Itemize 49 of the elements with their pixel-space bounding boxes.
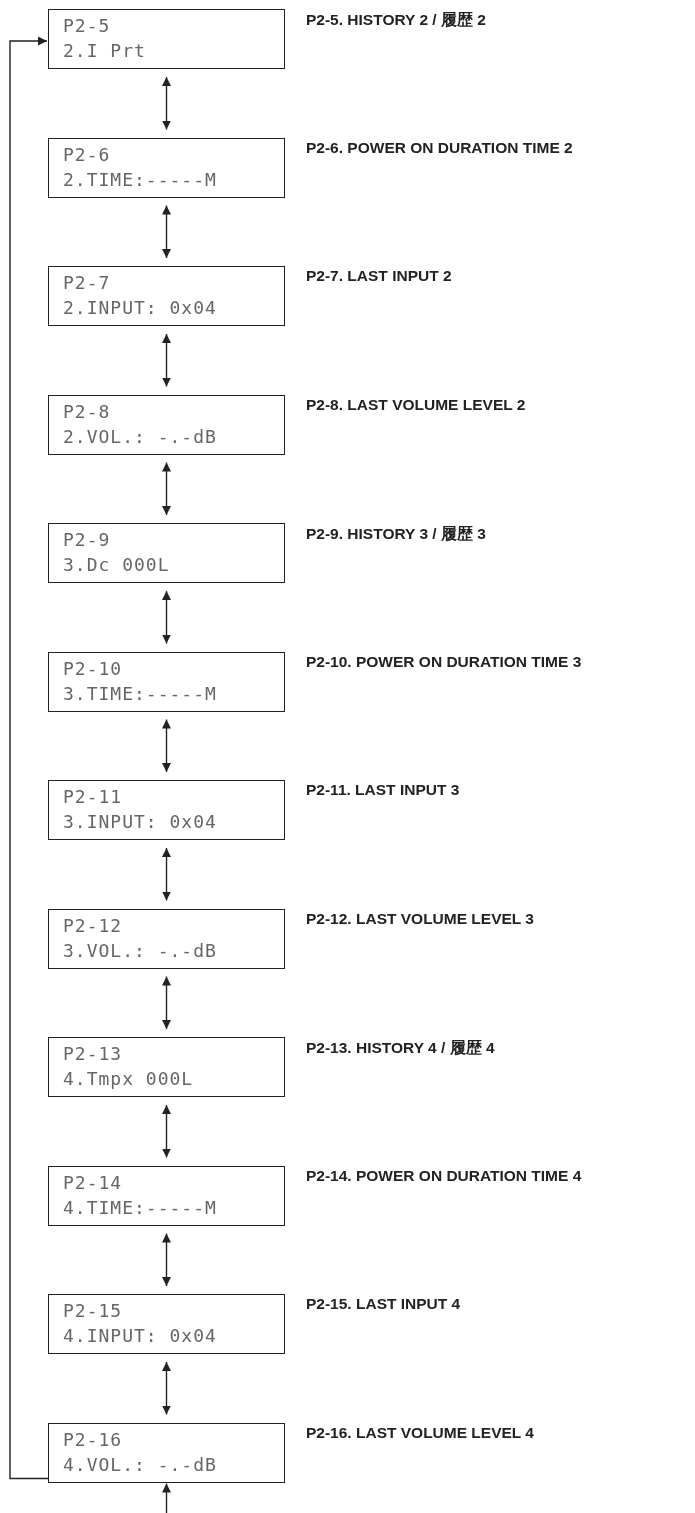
display-text: P2-10 (63, 658, 123, 679)
display-text: P2-6 (63, 144, 111, 165)
arrow (162, 333, 171, 388)
display-text: 4.TIME:-----M (63, 1197, 217, 1218)
display-text: 4.Tmpx 000L (63, 1069, 194, 1089)
arrow (162, 847, 171, 902)
display-text: P2-13 (63, 1044, 123, 1064)
screen-title: P2-5. HISTORY 2 / 履歴 2 (306, 10, 486, 30)
display-text: P2-5 (63, 16, 111, 36)
display-text: P2-9 (63, 530, 111, 550)
arrow (9, 36, 49, 1480)
arrow (162, 1482, 171, 1513)
display-text: 4.INPUT: 0x04 (63, 1326, 217, 1346)
arrow (162, 975, 171, 1030)
display-text: P2-7 (63, 273, 111, 293)
screen-title: P2-10. POWER ON DURATION TIME 3 (306, 652, 582, 671)
arrow (162, 718, 171, 773)
display-text: 4.VOL.: -.-dB (63, 1454, 217, 1475)
arrow (162, 1104, 171, 1159)
display-text: 2.I Prt (63, 41, 146, 61)
arrow (162, 590, 171, 645)
display-text: 2.INPUT: 0x04 (63, 298, 217, 318)
arrow (162, 76, 171, 131)
display-text: P2-16 (63, 1429, 123, 1450)
display-text: 2.TIME:-----M (63, 169, 217, 190)
screen-title: P2-9. HISTORY 3 / 履歴 3 (306, 524, 486, 544)
display-text: P2-8 (63, 401, 111, 422)
display-text: P2-12 (63, 915, 123, 936)
screen-title: P2-14. POWER ON DURATION TIME 4 (306, 1166, 582, 1185)
display-text: 3.INPUT: 0x04 (63, 812, 217, 832)
screen-title: P2-15. LAST INPUT 4 (306, 1295, 461, 1313)
arrow (162, 1232, 171, 1287)
arrow (162, 1361, 171, 1416)
screen-title: P2-11. LAST INPUT 3 (306, 781, 460, 799)
display-text: P2-11 (63, 787, 123, 807)
screen-title: P2-8. LAST VOLUME LEVEL 2 (306, 395, 526, 414)
display-text: 3.TIME:-----M (63, 683, 217, 704)
screen-title: P2-16. LAST VOLUME LEVEL 4 (306, 1423, 534, 1442)
display-text: 3.VOL.: -.-dB (63, 940, 217, 961)
screen-title: P2-13. HISTORY 4 / 履歴 4 (306, 1038, 495, 1058)
screen-title: P2-6. POWER ON DURATION TIME 2 (306, 138, 573, 157)
screen-title: P2-7. LAST INPUT 2 (306, 267, 452, 285)
screen-title: P2-12. LAST VOLUME LEVEL 3 (306, 909, 534, 928)
arrow (162, 461, 171, 516)
display-text: 2.VOL.: -.-dB (63, 426, 217, 447)
arrow (162, 204, 171, 259)
display-text: P2-15 (63, 1301, 123, 1321)
display-text: 3.Dc 000L (63, 555, 170, 575)
display-text: P2-14 (63, 1172, 123, 1193)
